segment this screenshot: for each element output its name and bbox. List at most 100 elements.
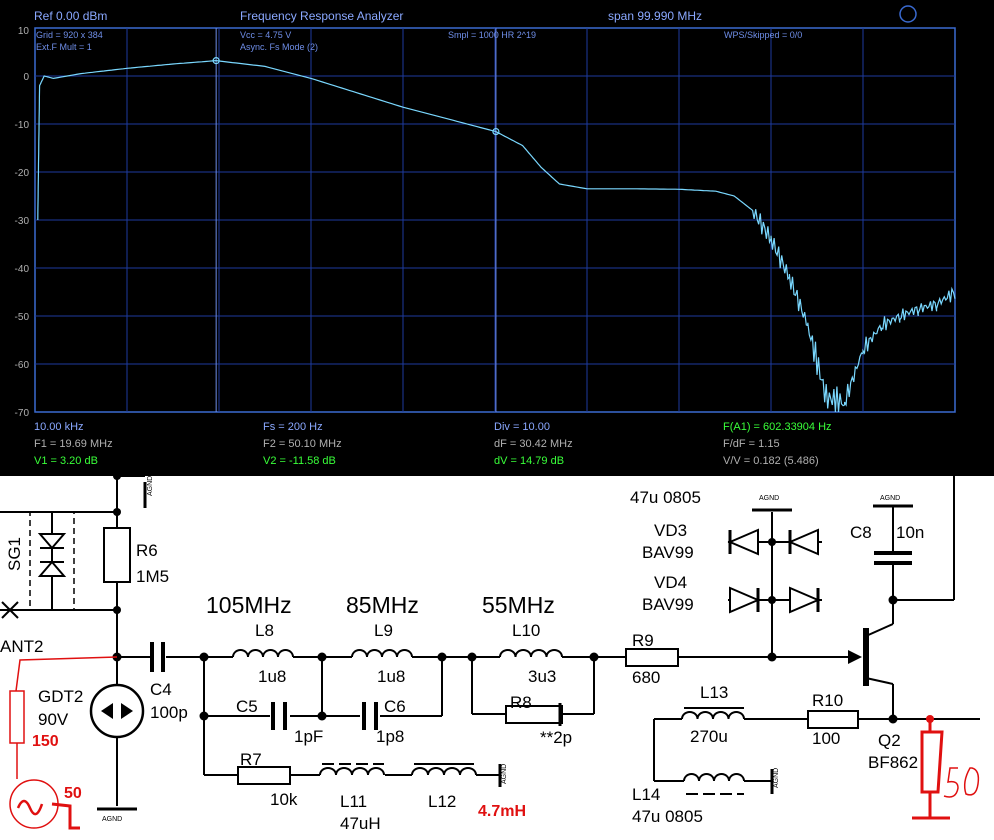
c4-label: C4 [150, 680, 172, 699]
red-labels: 150 50 4.7mH [32, 733, 526, 820]
capacitor-c6 [362, 702, 378, 730]
y-tick-labels: 10 0 -10 -20 -30 -40 -50 -60 -70 [15, 26, 30, 419]
r6-value: 1M5 [136, 567, 169, 586]
ant2-label: ANT2 [0, 637, 43, 656]
r7-label: R7 [240, 750, 262, 769]
gdt2-symbol [89, 683, 145, 739]
marker-dot-f1[interactable] [212, 57, 220, 65]
analyzer-svg: Ref 0.00 dBm Frequency Response Analyzer… [15, 5, 956, 467]
df-value: dF = 30.42 MHz [494, 438, 573, 450]
l8-value: 1u8 [258, 667, 286, 686]
l14-label: L14 [632, 785, 660, 804]
div-value: Div = 10.00 [494, 421, 550, 433]
vcc-info: Vcc = 4.75 V [240, 30, 291, 40]
vd3-value: BAV99 [642, 543, 694, 562]
freq-label-105: 105MHz [206, 592, 292, 618]
capacitor-c4 [150, 642, 165, 672]
c6-label: C6 [384, 697, 406, 716]
gdt2-label: GDT2 [38, 687, 83, 706]
c8-value: 10n [896, 523, 924, 542]
fdf-value: F/dF = 1.15 [723, 438, 780, 450]
y-tick-label: -70 [15, 408, 30, 419]
dv-value: dV = 14.79 dB [494, 455, 564, 467]
y-tick-label: -30 [15, 216, 30, 227]
inductor-l11 [319, 763, 385, 776]
component-labels: SG1 R6 1M5 ANT2 GDT2 90V C4 100p L8 1u8 … [0, 488, 924, 833]
analyzer-window: Ref 0.00 dBm Frequency Response Analyzer… [0, 0, 994, 476]
agnd-labels: AGND AGND AGND AGND AGND AGND [102, 476, 900, 823]
inductor-l12 [411, 763, 477, 776]
grid-lines [35, 28, 955, 412]
resistor-r6 [103, 527, 131, 583]
l9-label: L9 [374, 621, 393, 640]
y-tick-label: -40 [15, 264, 30, 275]
l13-label: L13 [700, 683, 728, 702]
fs-mode-info: Async. Fs Mode (2) [240, 42, 318, 52]
v1-value: V1 = 3.20 dB [34, 455, 98, 467]
l11-label: L11 [340, 792, 367, 811]
marker-lines [215, 28, 497, 412]
plot-area: 10 0 -10 -20 -30 -40 -50 -60 -70 [15, 26, 956, 419]
vd4-label: VD4 [654, 573, 687, 592]
c8-label: C8 [850, 523, 872, 542]
freq-label-85: 85MHz [346, 592, 419, 618]
fs-value: Fs = 200 Hz [263, 421, 323, 433]
svg-text:AGND: AGND [759, 495, 779, 502]
l14-value: 47u 0805 [632, 807, 703, 826]
junction-dots [112, 472, 898, 724]
smpl-info: Smpl = 1000 HR 2^19 [448, 30, 536, 40]
y-tick-label: 10 [18, 26, 30, 37]
start-freq: 10.00 kHz [34, 421, 84, 433]
f1-value: F1 = 19.69 MHz [34, 438, 113, 450]
r10-value: 100 [812, 729, 840, 748]
inductor-l10 [499, 649, 563, 658]
r7-value: 10k [270, 790, 298, 809]
vd4-value: BAV99 [642, 595, 694, 614]
red-150-label: 150 [32, 733, 59, 750]
vd3-label: VD3 [654, 521, 687, 540]
y-tick-label: 0 [23, 72, 29, 83]
fa1-value: F(A1) = 602.33904 Hz [723, 421, 832, 433]
diodes-vd3-vd4 [727, 528, 821, 614]
frequency-labels: 105MHz 85MHz 55MHz [206, 592, 555, 618]
y-tick-label: -10 [15, 120, 30, 131]
inductor-l13 [681, 707, 745, 720]
c5-value: 1pF [294, 727, 323, 746]
y-tick-label: -60 [15, 360, 30, 371]
y-tick-label: -50 [15, 312, 30, 323]
marker-dot-f2[interactable] [492, 127, 500, 136]
inductor-l14 [683, 773, 745, 795]
r9-label: R9 [632, 631, 654, 650]
top-47u-label: 47u 0805 [630, 488, 701, 507]
l13-value: 270u [690, 727, 728, 746]
y-tick-label: -20 [15, 168, 30, 179]
wires [0, 475, 980, 806]
q2-label: Q2 [878, 731, 901, 750]
gdt2-value: 90V [38, 710, 69, 729]
r10-label: R10 [812, 691, 843, 710]
red-junction [926, 715, 934, 723]
grid-info: Grid = 920 x 384 [36, 30, 103, 40]
analyzer-title: Frequency Response Analyzer [240, 9, 403, 23]
agnd-symbols [97, 482, 913, 811]
f2-value: F2 = 50.10 MHz [263, 438, 342, 450]
red-50-label: 50 [64, 785, 82, 802]
l9-value: 1u8 [377, 667, 405, 686]
ref-label: Ref 0.00 dBm [34, 9, 107, 23]
r8-label: R8 [510, 693, 532, 712]
r9-value: 680 [632, 668, 660, 687]
l11-value: 47uH [340, 814, 381, 833]
svg-text:AGND: AGND [880, 495, 900, 502]
c4-value: 100p [150, 703, 188, 722]
capacitor-c5 [271, 702, 287, 730]
round-button-icon[interactable] [899, 5, 917, 23]
vv-value: V/V = 0.182 (5.486) [723, 455, 819, 467]
l12-label: L12 [428, 792, 456, 811]
schematic-svg: AGND AGND AGND AGND AGND AGND SG1 R6 1M5… [0, 472, 980, 833]
r8-value: **2p [540, 728, 572, 747]
l10-label: L10 [512, 621, 540, 640]
inductor-l9 [351, 649, 413, 658]
q2-value: BF862 [868, 753, 918, 772]
marker-dots [212, 57, 500, 136]
sg1-symbol [1, 511, 75, 619]
